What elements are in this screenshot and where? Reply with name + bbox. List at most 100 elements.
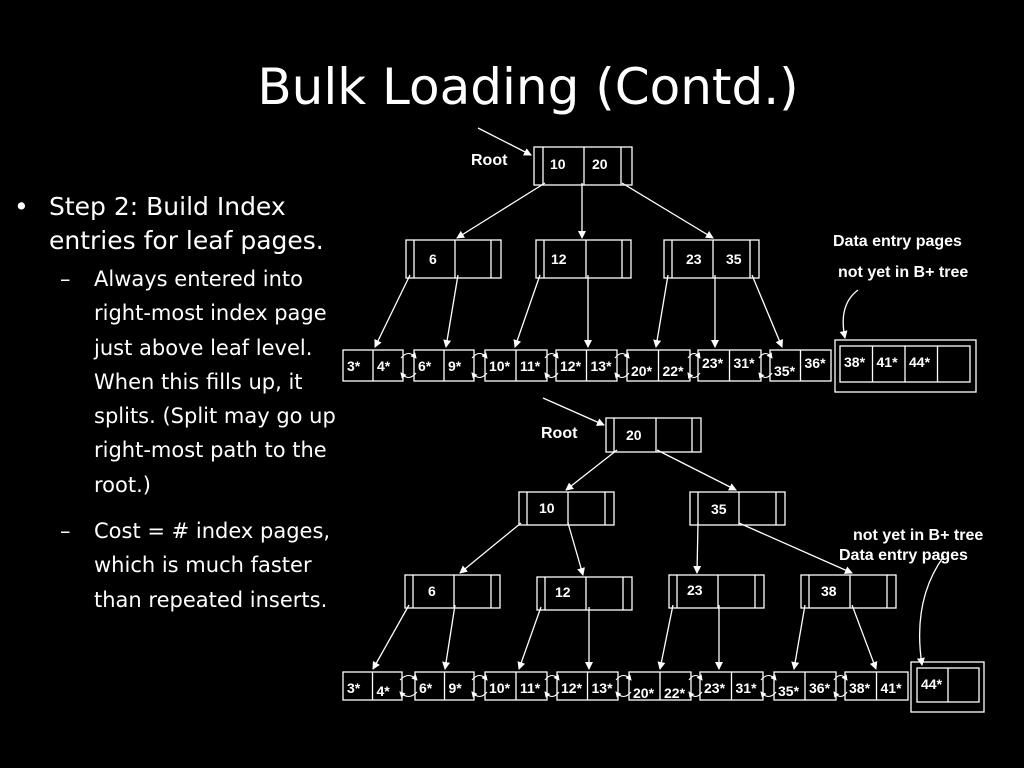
index-key: 12 [555, 584, 571, 600]
annotation-text: not yet in B+ tree [838, 264, 968, 281]
leaf-page: 10* 11* [484, 349, 548, 382]
index-key: 23 [687, 582, 703, 598]
index-key: 6 [429, 251, 437, 267]
leaf-link-prev [615, 691, 632, 698]
data-entry: 3* [347, 358, 361, 374]
dash-marker: – [60, 267, 71, 291]
root-key: 20 [626, 427, 642, 443]
pointer-arrow [565, 449, 618, 491]
leaf-link-next [544, 674, 560, 681]
not-in-tree-outline [910, 661, 985, 713]
index-key: 35 [726, 251, 742, 267]
annotation-arrow [916, 555, 945, 666]
leaf-link-prev [471, 691, 488, 698]
root-pointer-arrow [542, 397, 605, 426]
data-entry: 41* [877, 354, 899, 370]
data-entry: 31* [734, 355, 756, 371]
data-entry: 44* [921, 676, 943, 692]
data-entry: 12* [560, 358, 582, 374]
root-key: 10 [550, 156, 566, 172]
root-label: Root [541, 425, 578, 442]
leaf-page: 12* 13* [555, 349, 618, 382]
data-entry: 35* [774, 363, 796, 379]
top-leaf-links [400, 352, 773, 379]
leaf-link-prev [544, 372, 559, 379]
annotation-text: Data entry pages [839, 547, 968, 564]
pointer-arrow [851, 604, 878, 670]
pointer-arrow [738, 522, 853, 574]
data-entry: 38* [844, 354, 866, 370]
leaf-link-prev [687, 372, 701, 379]
data-entry: 9* [448, 358, 462, 374]
leaf-page: 6*9* [413, 349, 475, 382]
leaf-link-next [688, 674, 703, 681]
data-entry: 11* [520, 358, 541, 374]
data-entry: 13* [591, 358, 613, 374]
root-node: 10 20 [533, 146, 633, 186]
bottom-leaf-pages: 3*4*6*9*10*11*12*13*20*22*23*31*35*36*38… [342, 667, 980, 703]
annotation-arrow [839, 289, 859, 339]
annotation-text: not yet in B+ tree [853, 527, 983, 544]
data-entry: 3* [347, 680, 361, 696]
index-key: 35 [711, 501, 727, 517]
data-entry: 23* [702, 355, 724, 371]
root-key: 20 [592, 156, 608, 172]
leaf-page: 20*22* [628, 671, 692, 701]
bullet-list: • Step 2: Build Index entries for leaf p… [12, 190, 362, 617]
data-entry: 4* [377, 358, 391, 374]
leaf-link-next [544, 352, 559, 359]
index-node: 23 [668, 574, 765, 609]
top-leaf-pages: 3* 4* 6*9* 10* 11* 12* 13* 20* 22* 23* 31* 35* 36* 38… [342, 345, 971, 383]
bottom-tree: Root 20 10 35 6 [342, 397, 985, 713]
index-node: 6 [404, 574, 501, 609]
index-node: 35 [689, 491, 786, 526]
sub-bullet-1: – Always entered into right-most index p… [12, 262, 362, 502]
data-entry: 20* [633, 685, 655, 701]
not-in-tree-outline [834, 339, 977, 393]
leaf-link-prev [544, 691, 560, 698]
leaf-page: 38*41* [844, 671, 909, 701]
leaf-link-next [760, 674, 777, 681]
sub-bullet-2-text: Cost = # index pages, which is much fast… [94, 519, 331, 612]
leaf-link-prev [614, 372, 630, 379]
pointer-arrow [459, 522, 522, 574]
data-entry: 41* [881, 680, 903, 696]
index-key: 10 [539, 500, 555, 516]
leaf-link-next [615, 674, 632, 681]
data-entry: 22* [663, 363, 685, 379]
root-node: 20 [605, 417, 702, 453]
leaf-link-next [471, 674, 488, 681]
pointer-arrow [567, 522, 585, 576]
leaf-page: 10*11* [484, 671, 548, 701]
pointer-arrow [442, 604, 456, 670]
leaf-link-next [614, 352, 630, 359]
pointer-arrow [456, 182, 546, 239]
leaf-page: 35*36* [773, 671, 837, 701]
data-entry: 13* [592, 680, 614, 696]
pointer-arrow [513, 274, 541, 348]
index-node: 12 [536, 576, 633, 611]
slide-title: Bulk Loading (Contd.) [257, 58, 799, 116]
leaf-page: 20* 22* [626, 349, 691, 382]
leaf-link-next [471, 352, 488, 359]
data-entry: 20* [631, 363, 653, 379]
root-pointer-arrow [477, 127, 532, 156]
index-key: 23 [686, 251, 702, 267]
data-entry: 36* [805, 355, 827, 371]
leaf-page: 12*13* [556, 671, 619, 701]
leaf-link-next [400, 352, 417, 359]
index-node: 10 [518, 491, 615, 526]
pointer-arrow [656, 449, 737, 491]
bullet-dot: • [14, 192, 29, 221]
leaf-page: 23*31* [699, 671, 764, 701]
bottom-tree-edges [372, 449, 878, 670]
index-key: 38 [821, 583, 837, 599]
leaf-page: 23* 31* [697, 349, 762, 382]
index-node: 6 [405, 239, 502, 279]
leaf-link-prev [688, 691, 703, 698]
data-entry: 10* [489, 358, 511, 374]
leaf-link-prev [760, 691, 777, 698]
sub-bullet-1-text: Always entered into right-most index pag… [94, 267, 336, 497]
data-entry: 10* [489, 680, 511, 696]
